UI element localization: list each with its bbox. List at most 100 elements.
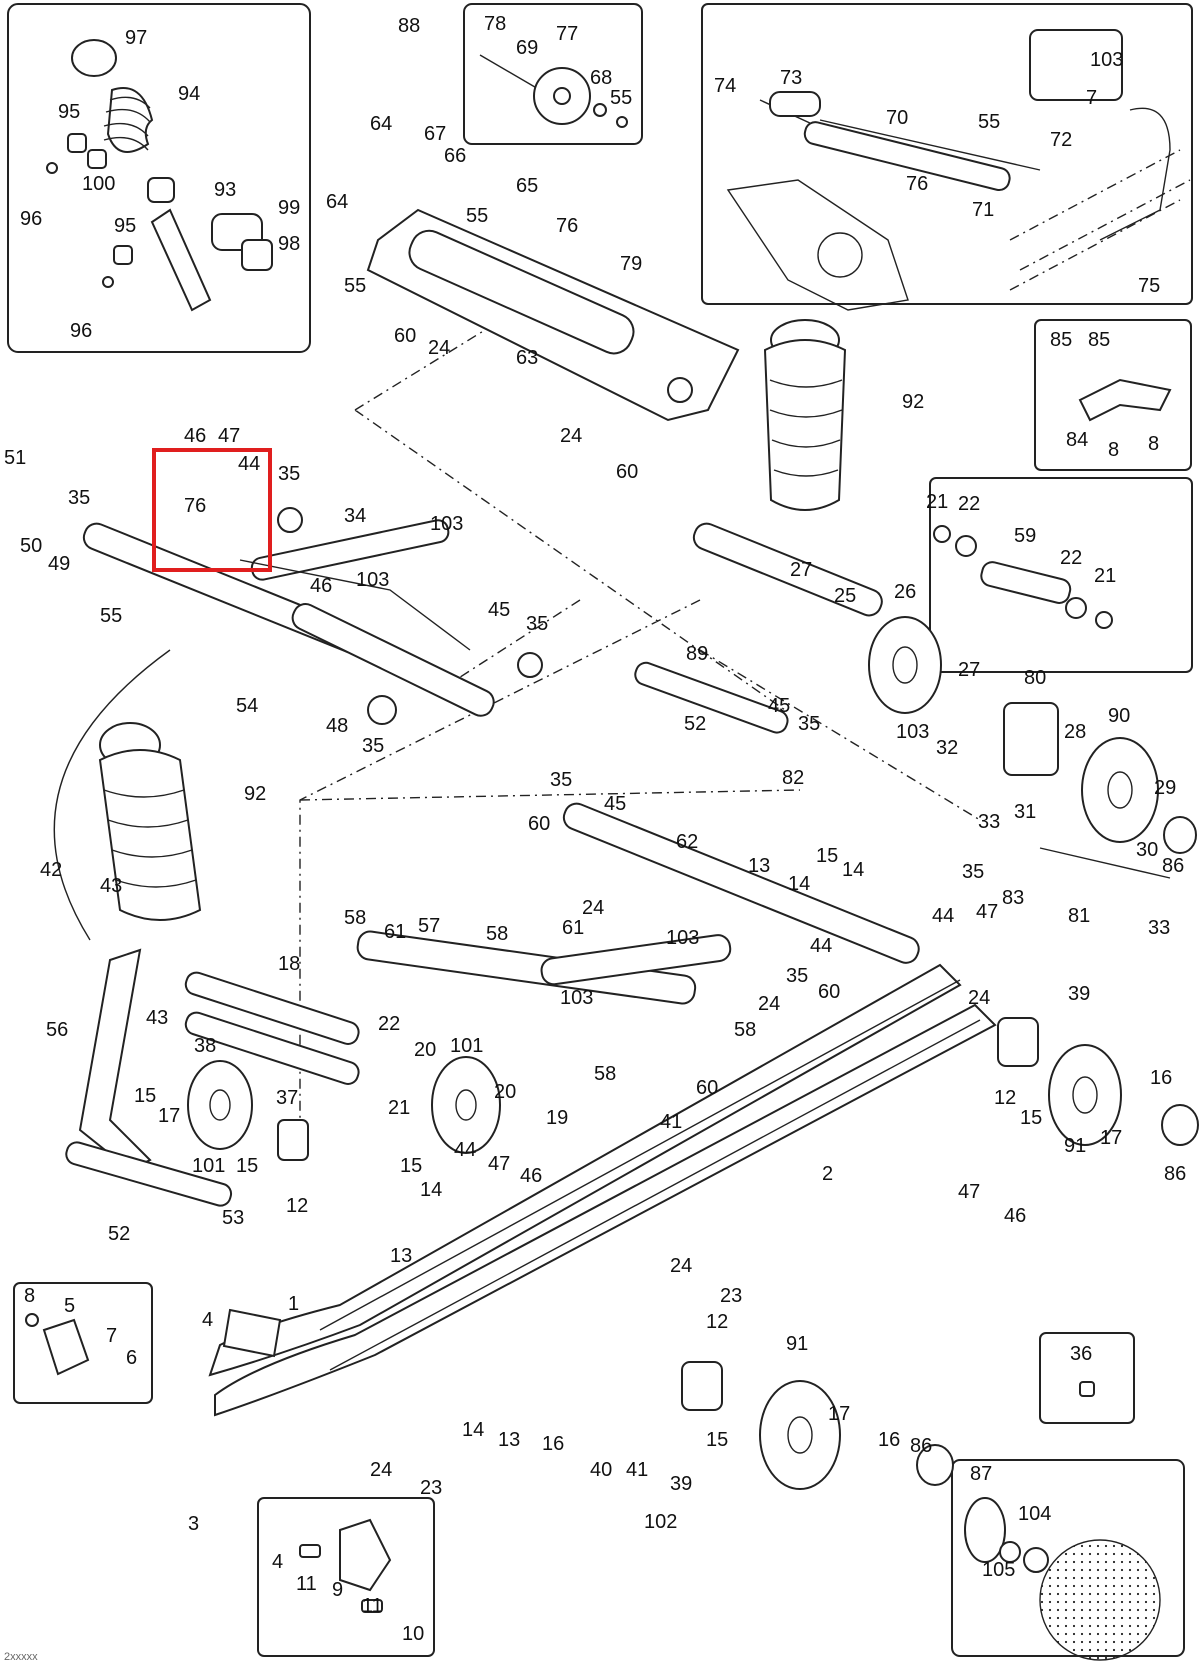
callout-56: 56 [46,1019,68,1041]
callout-12: 12 [286,1195,308,1217]
callout-35: 35 [526,613,548,635]
dash-dot-boundary [299,329,981,1160]
callout-73: 73 [780,67,802,89]
callout-15: 15 [1020,1107,1042,1129]
callout-36: 36 [1070,1343,1092,1365]
callout-67: 67 [424,123,446,145]
callout-62: 62 [676,831,698,853]
callout-15: 15 [816,845,838,867]
callout-61: 61 [384,921,406,943]
callout-58: 58 [486,923,508,945]
callout-4: 4 [202,1309,213,1331]
callout-93: 93 [214,179,236,201]
callout-15: 15 [236,1155,258,1177]
callout-59: 59 [1014,525,1036,547]
callout-103: 103 [430,513,463,535]
callout-55: 55 [610,87,632,109]
callout-41: 41 [660,1111,682,1133]
callout-55: 55 [978,111,1000,133]
callout-29: 29 [1154,777,1176,799]
callout-26: 26 [894,581,916,603]
callout-76[interactable]: 76 [184,495,206,517]
callout-8: 8 [1108,439,1119,461]
callout-5: 5 [64,1295,75,1317]
callout-10: 10 [402,1623,424,1645]
callout-55: 55 [466,205,488,227]
callout-81: 81 [1068,905,1090,927]
callout-47[interactable]: 47 [218,425,240,447]
callout-61: 61 [562,917,584,939]
callout-27: 27 [790,559,812,581]
callout-21: 21 [1094,565,1116,587]
callout-60: 60 [394,325,416,347]
callout-97: 97 [125,27,147,49]
callout-103: 103 [560,987,593,1009]
rear-arm-assembly [356,522,920,1005]
callout-20: 20 [494,1081,516,1103]
callout-24: 24 [582,897,604,919]
callout-69: 69 [516,37,538,59]
callout-2: 2 [822,1163,833,1185]
callout-103: 103 [356,569,389,591]
callout-60: 60 [696,1077,718,1099]
callout-12: 12 [706,1311,728,1333]
callout-35: 35 [68,487,90,509]
rear-shock-absorber [98,722,202,921]
callout-85: 85 [1050,329,1072,351]
callout-100: 100 [82,173,115,195]
track-adjusters [277,702,1171,1411]
callout-70: 70 [886,107,908,129]
callout-35: 35 [962,861,984,883]
callout-58: 58 [594,1063,616,1085]
callout-33: 33 [978,811,1000,833]
callout-98: 98 [278,233,300,255]
callout-80: 80 [1024,667,1046,689]
callout-24: 24 [370,1459,392,1481]
callout-76: 76 [556,215,578,237]
callout-4: 4 [272,1551,283,1573]
callout-46[interactable]: 46 [184,425,206,447]
callout-34: 34 [344,505,366,527]
callout-12: 12 [994,1087,1016,1109]
callout-52: 52 [684,713,706,735]
callout-13: 13 [498,1429,520,1451]
callout-33: 33 [1148,917,1170,939]
callout-24: 24 [968,987,990,1009]
callout-8: 8 [24,1285,35,1307]
callout-47: 47 [958,1181,980,1203]
callout-96: 96 [70,320,92,342]
callout-7: 7 [106,1325,117,1347]
callout-22: 22 [378,1013,400,1035]
callout-17: 17 [1100,1127,1122,1149]
callout-63: 63 [516,347,538,369]
callout-28: 28 [1064,721,1086,743]
callout-82: 82 [782,767,804,789]
callout-22: 22 [1060,547,1082,569]
callout-103: 103 [896,721,929,743]
callout-35: 35 [362,735,384,757]
callout-32: 32 [936,737,958,759]
callout-21: 21 [926,491,948,513]
callout-48: 48 [326,715,348,737]
callout-74: 74 [714,75,736,97]
callout-45: 45 [604,793,626,815]
callout-44[interactable]: 44 [238,453,260,475]
footer-code: 2xxxxx [4,1651,38,1663]
callout-101: 101 [450,1035,483,1057]
callout-35: 35 [786,965,808,987]
callout-60: 60 [616,461,638,483]
callout-84: 84 [1066,429,1088,451]
upper-mount-tube [366,208,740,422]
callout-46: 46 [520,1165,542,1187]
callout-77: 77 [556,23,578,45]
callout-30: 30 [1136,839,1158,861]
callout-24: 24 [428,337,450,359]
callout-49: 49 [48,553,70,575]
callout-35: 35 [278,463,300,485]
callout-24: 24 [758,993,780,1015]
callout-8: 8 [1148,433,1159,455]
inset-end-cap-detail [13,1282,153,1404]
callout-51: 51 [4,447,26,469]
slide-rails [208,963,997,1417]
callout-14: 14 [462,1419,484,1441]
